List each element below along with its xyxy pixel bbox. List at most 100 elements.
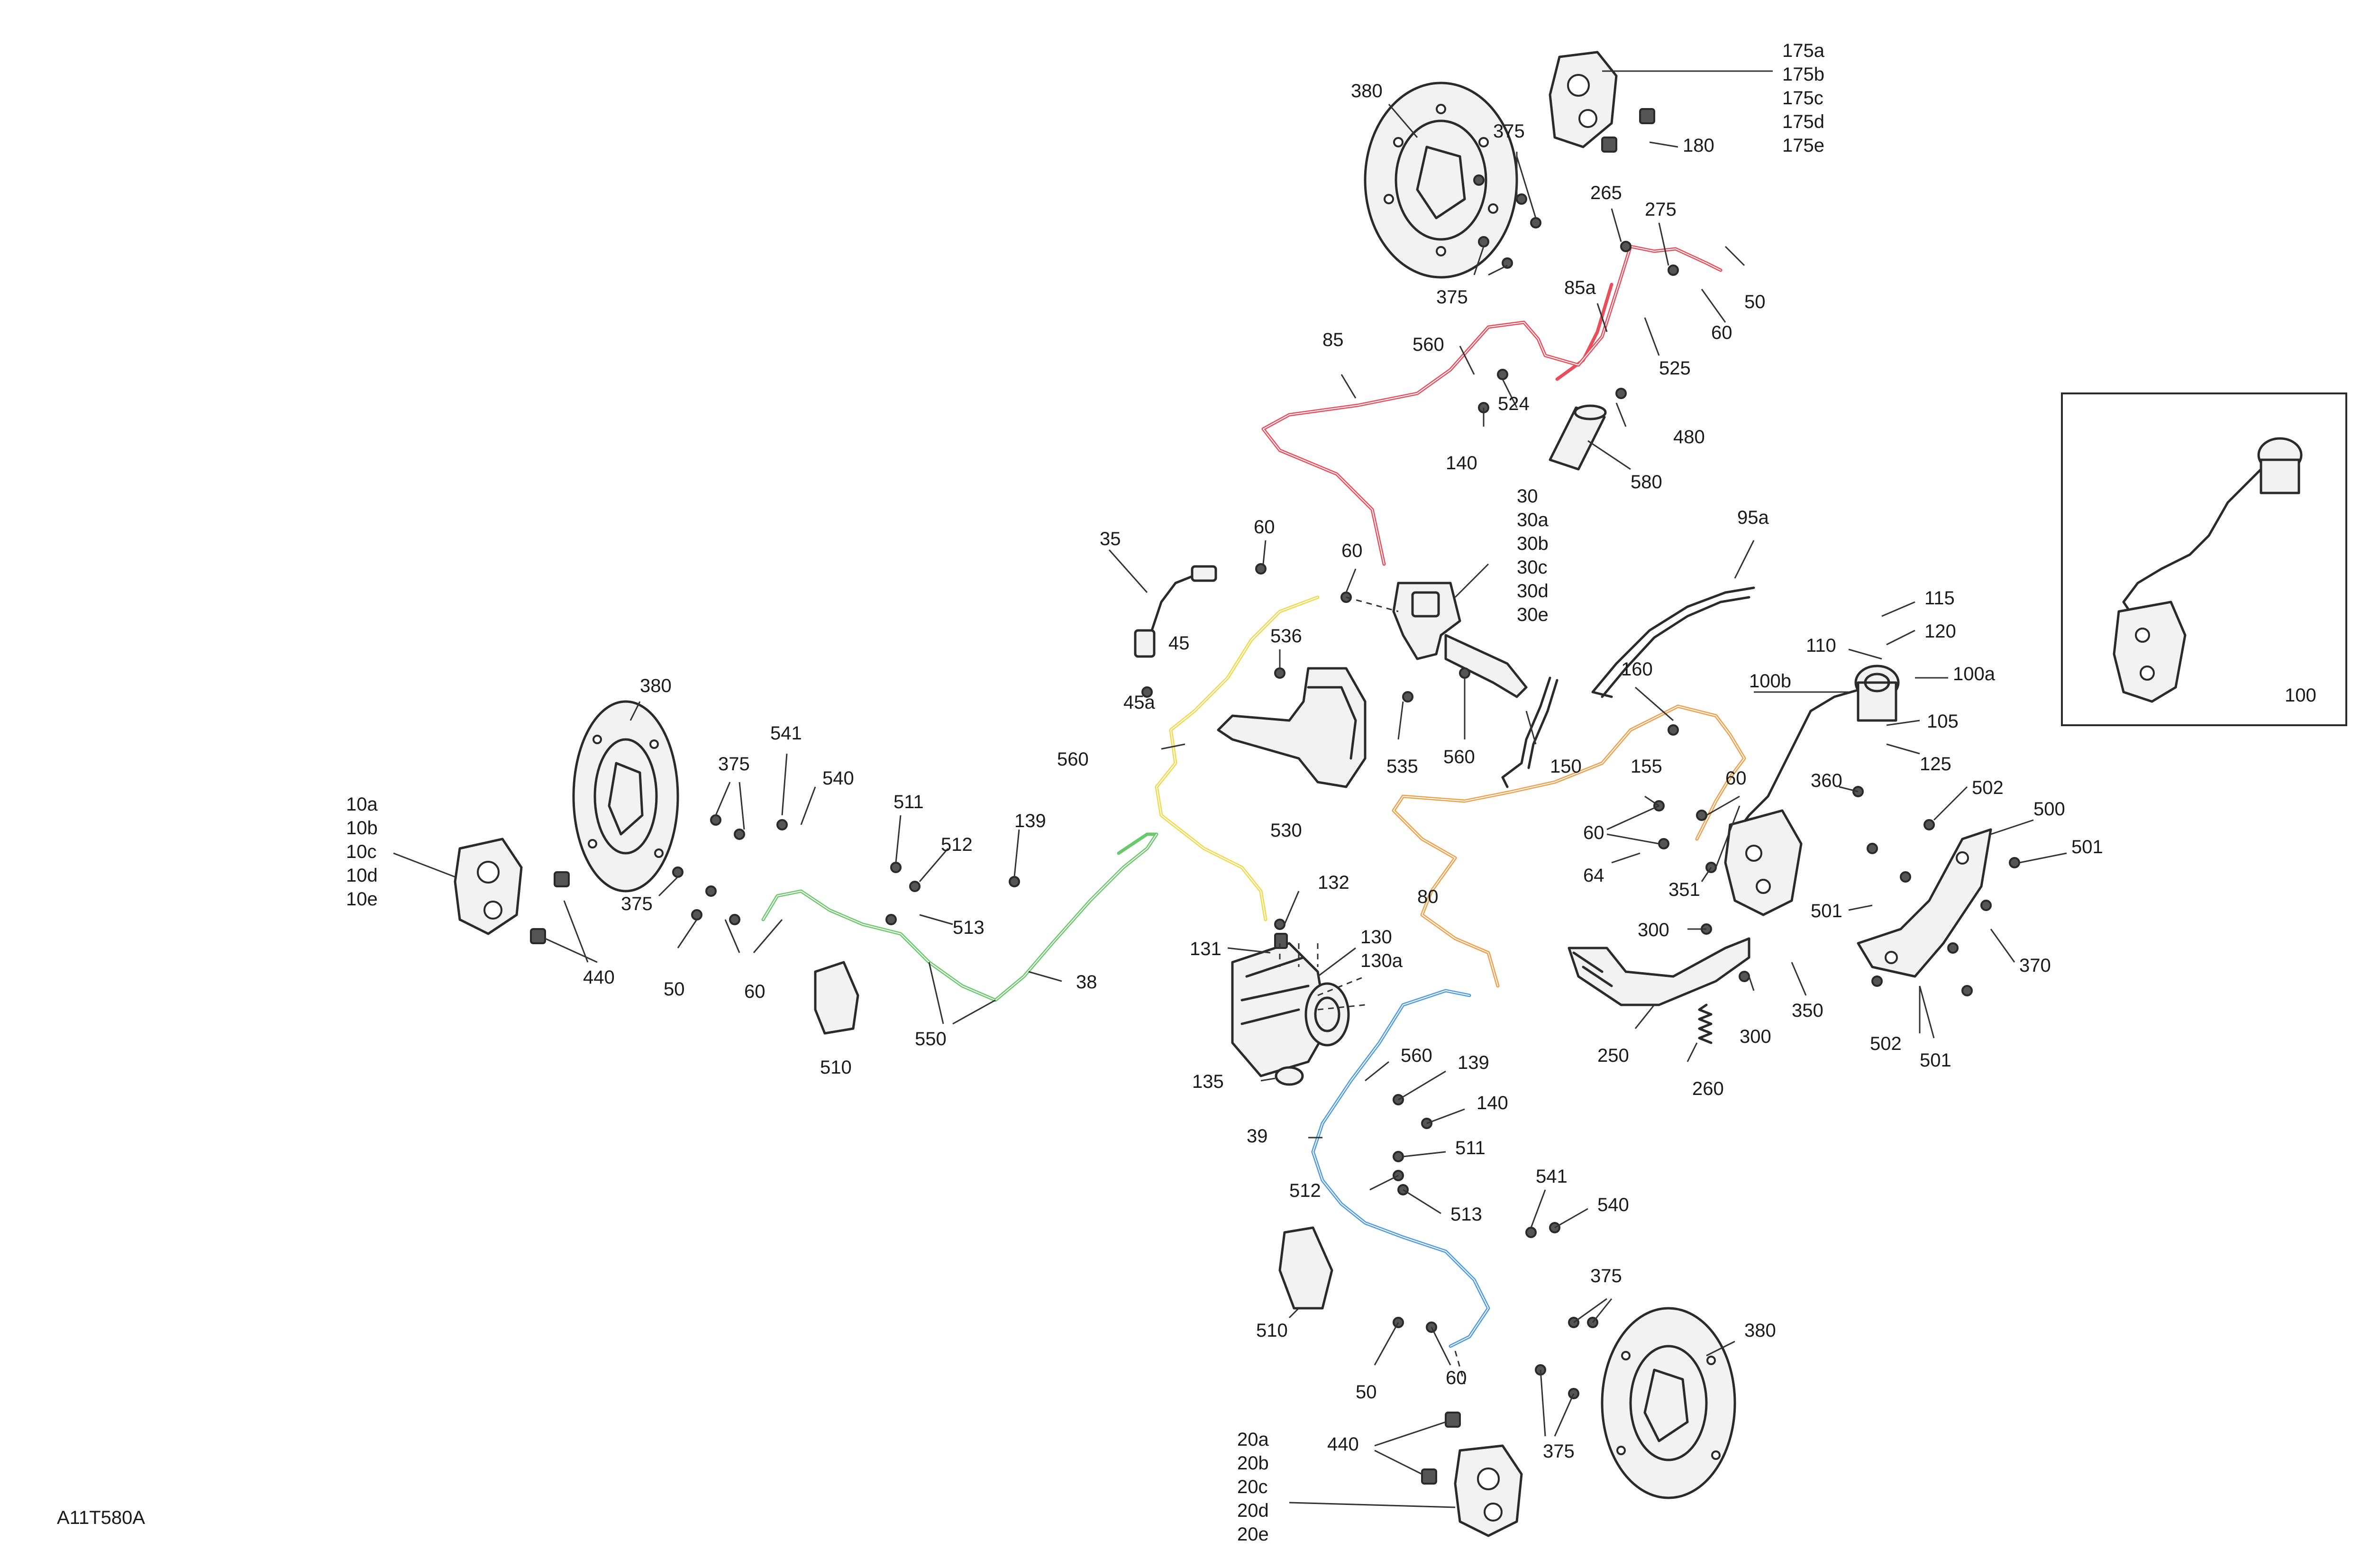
- label-60-b: 60: [1341, 540, 1363, 561]
- label-300-b: 300: [1740, 1026, 1771, 1047]
- label-100a: 100a: [1953, 664, 1996, 684]
- label-20b: 20b: [1237, 1453, 1269, 1474]
- inset-master-cylinder-100: 100: [2061, 392, 2347, 726]
- label-139-blue: 139: [1458, 1052, 1489, 1073]
- label-375-left: 375: [718, 754, 750, 775]
- label-115: 115: [1924, 588, 1955, 609]
- label-132: 132: [1318, 872, 1349, 893]
- figure-reference: A11T580A: [57, 1507, 145, 1528]
- label-370: 370: [2019, 955, 2051, 976]
- label-39: 39: [1247, 1126, 1268, 1147]
- label-560-mid: 560: [1057, 749, 1089, 770]
- brake-caliper-rear-right: [1421, 1412, 1523, 1537]
- label-38: 38: [1076, 972, 1097, 993]
- label-110: 110: [1806, 635, 1836, 656]
- label-60-a: 60: [1254, 517, 1275, 538]
- label-50-left: 50: [664, 979, 685, 1000]
- label-95a: 95a: [1737, 507, 1769, 528]
- label-375-top2: 375: [1436, 287, 1468, 308]
- label-60-top: 60: [1711, 322, 1732, 343]
- label-20d: 20d: [1237, 1500, 1269, 1521]
- label-350: 350: [1792, 1000, 1823, 1021]
- label-260: 260: [1692, 1078, 1724, 1099]
- label-524: 524: [1498, 393, 1530, 414]
- label-10b: 10b: [346, 818, 378, 839]
- label-20c: 20c: [1237, 1477, 1268, 1497]
- hose-39-right: [1311, 989, 1490, 1348]
- label-440-bot: 440: [1327, 1434, 1359, 1455]
- rear-master-cylinder: [1854, 665, 1900, 722]
- callout-130: 130 130a: [1360, 927, 1403, 971]
- label-45a: 45a: [1123, 692, 1155, 713]
- label-175d: 175d: [1782, 111, 1824, 132]
- label-140-top: 140: [1446, 453, 1477, 474]
- callout-10: 10a 10b 10c 10d 10e: [346, 794, 378, 910]
- label-511-blue: 511: [1455, 1138, 1486, 1158]
- label-536: 536: [1270, 626, 1302, 647]
- label-20a: 20a: [1237, 1429, 1269, 1450]
- label-30d: 30d: [1517, 581, 1549, 602]
- label-510-left: 510: [820, 1057, 852, 1078]
- hose-95a: [1591, 586, 1755, 698]
- sleeve-580: [1549, 404, 1607, 471]
- label-30a: 30a: [1517, 510, 1549, 530]
- label-35: 35: [1100, 529, 1121, 549]
- label-501-c: 501: [1920, 1050, 1951, 1071]
- label-560-top: 560: [1413, 334, 1444, 355]
- label-560-blue: 560: [1401, 1045, 1432, 1066]
- label-130: 130: [1360, 927, 1392, 948]
- label-300-a: 300: [1638, 920, 1669, 940]
- label-375-left2: 375: [621, 893, 653, 914]
- label-150: 150: [1550, 756, 1582, 777]
- part-labels: 380 375 180 265 275 375 85a 50 60 85 560…: [57, 81, 2103, 1528]
- label-130a: 130a: [1360, 950, 1403, 971]
- label-440-left: 440: [583, 967, 615, 988]
- label-351: 351: [1668, 879, 1700, 900]
- brake-disc-right: [1601, 1307, 1736, 1499]
- hose-100b: [1733, 686, 1869, 836]
- label-100: 100: [2285, 685, 2316, 706]
- label-180: 180: [1683, 135, 1714, 156]
- label-380-top: 380: [1351, 81, 1383, 101]
- label-10c: 10c: [346, 841, 377, 862]
- abs-module: [1231, 933, 1350, 1077]
- hose-85-front: [1261, 245, 1723, 566]
- label-175c: 175c: [1782, 88, 1823, 109]
- label-250: 250: [1597, 1045, 1629, 1066]
- label-502-top: 502: [1972, 777, 2004, 798]
- label-550: 550: [915, 1029, 947, 1049]
- label-360: 360: [1811, 770, 1842, 791]
- label-380-right: 380: [1744, 1320, 1776, 1341]
- label-160: 160: [1621, 659, 1653, 680]
- label-375-bot2: 375: [1543, 1441, 1575, 1462]
- label-80: 80: [1417, 886, 1439, 907]
- label-511-left: 511: [893, 792, 924, 812]
- label-513-left: 513: [953, 917, 984, 938]
- label-580: 580: [1631, 472, 1662, 492]
- label-30c: 30c: [1517, 557, 1548, 578]
- label-275: 275: [1645, 199, 1677, 220]
- label-512-left: 512: [941, 834, 973, 855]
- label-120: 120: [1924, 621, 1956, 642]
- label-512-blue: 512: [1289, 1180, 1321, 1201]
- label-60-rear: 60: [1725, 768, 1747, 789]
- label-30e: 30e: [1517, 604, 1549, 625]
- brake-disc-left: [572, 700, 679, 893]
- label-375-top1: 375: [1493, 121, 1525, 142]
- label-60-bot: 60: [1446, 1367, 1467, 1388]
- label-541-left: 541: [770, 723, 802, 744]
- hose-45-master: [1155, 595, 1320, 921]
- grommet-135: [1275, 1066, 1304, 1086]
- label-125: 125: [1920, 754, 1951, 775]
- master-cylinder-lever: [1392, 582, 1528, 698]
- label-175e: 175e: [1782, 135, 1824, 156]
- callout-175: 175a 175b 175c 175d 175e: [1782, 40, 1825, 156]
- label-510-bot: 510: [1256, 1320, 1288, 1341]
- spring-260: [1698, 1003, 1713, 1044]
- label-175a: 175a: [1782, 40, 1825, 61]
- label-20e: 20e: [1237, 1524, 1269, 1545]
- fasteners: [672, 174, 2020, 1399]
- bracket-500: [1857, 828, 1992, 978]
- brake-disc-front: [1364, 82, 1518, 279]
- label-30b: 30b: [1517, 533, 1549, 554]
